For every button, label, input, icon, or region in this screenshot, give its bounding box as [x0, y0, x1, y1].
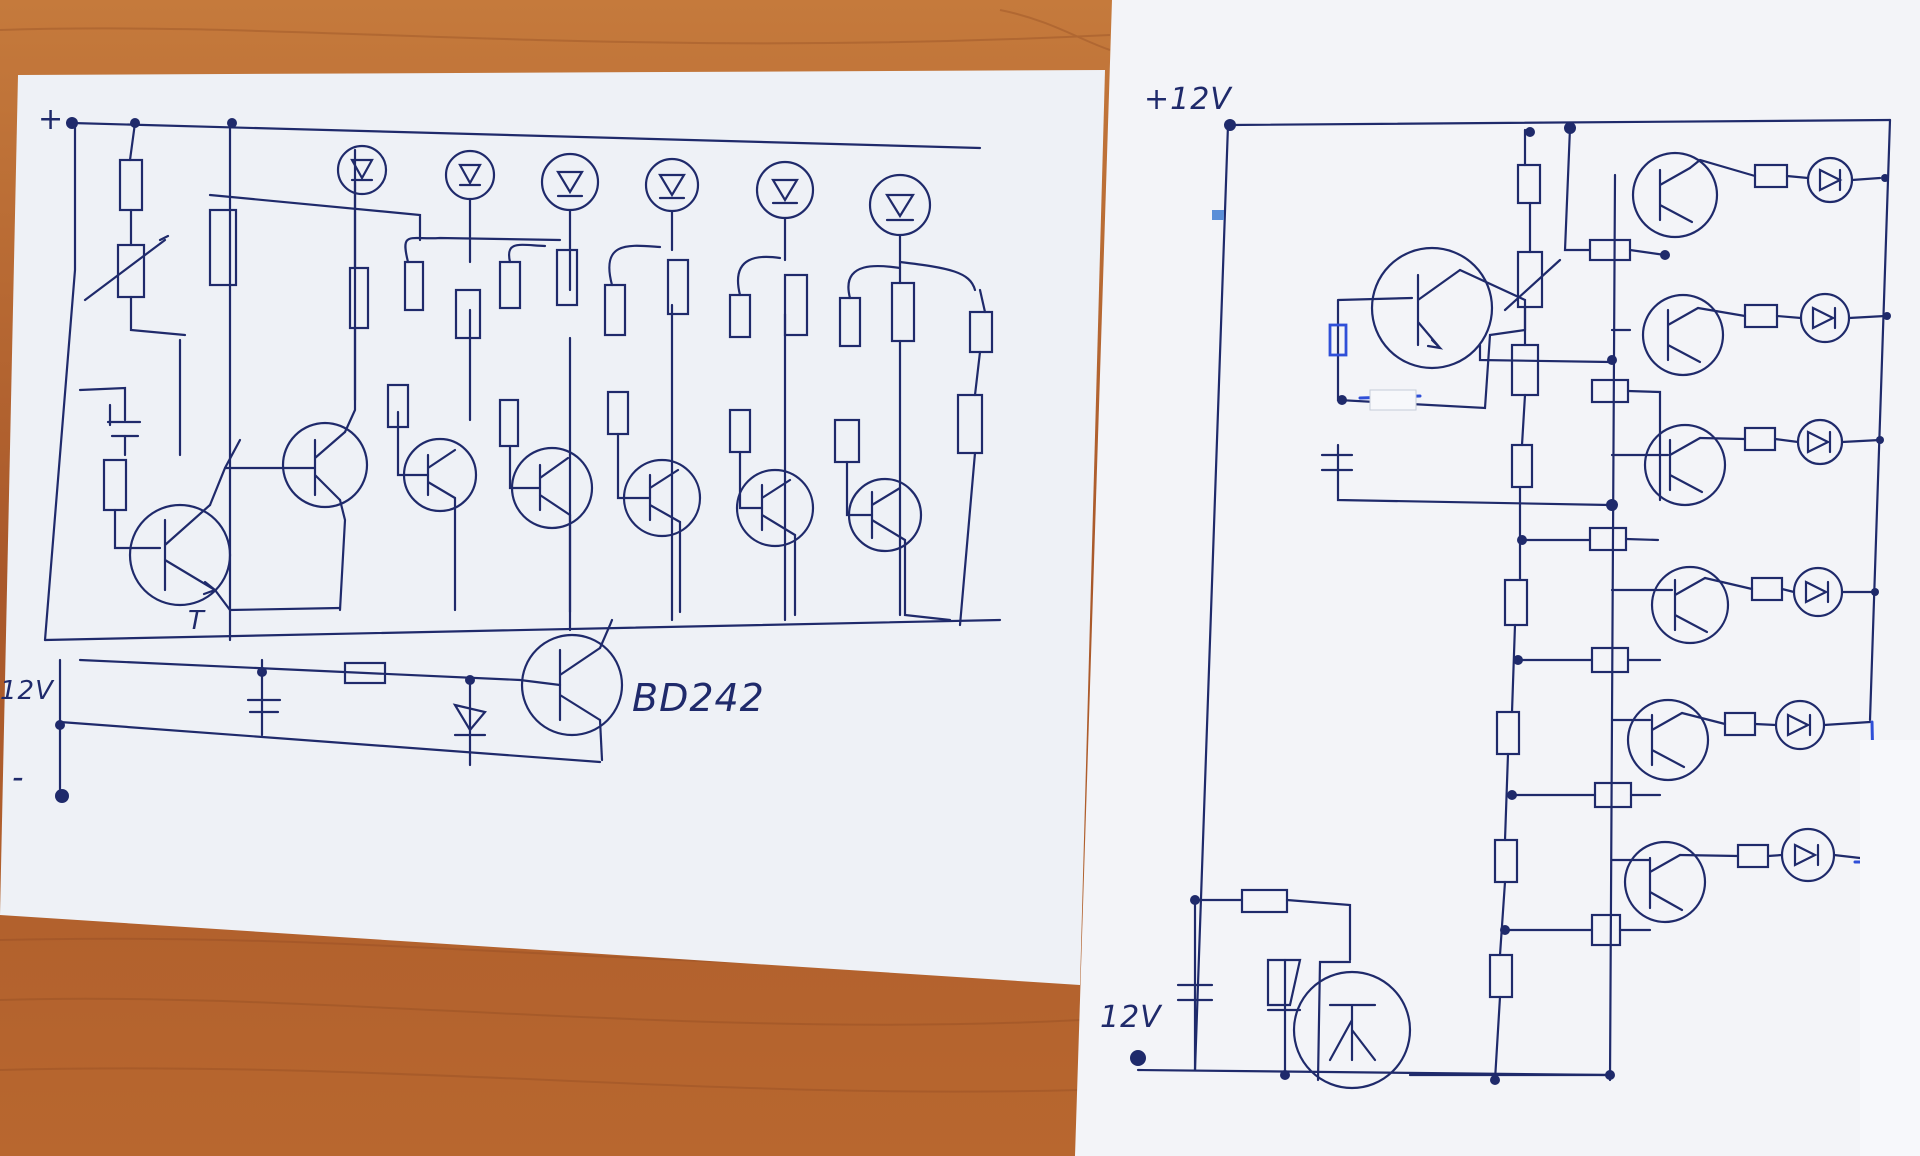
left-led-row: [336, 144, 932, 237]
resistor-icon: [403, 260, 425, 312]
resistor-icon: [1510, 443, 1534, 489]
resistor-icon: [783, 273, 809, 337]
left-ground-label: -: [12, 758, 25, 796]
left-bottom-rail: [58, 720, 602, 764]
resistor-icon: [208, 208, 238, 287]
right-nodes: [1130, 119, 1891, 1085]
left-12v-label: 12V: [0, 676, 54, 706]
left-mid-rail: [43, 618, 1002, 642]
left-schematic: [43, 118, 1002, 797]
resistor-icon: [343, 661, 387, 685]
whiteout-patch: [1369, 389, 1417, 411]
edited-resistor: [1328, 323, 1348, 357]
zener-diode-icon: [452, 703, 487, 737]
right-paper: [1075, 0, 1920, 1156]
bd242-label: BD242: [632, 676, 765, 720]
transistor-icon: [1643, 423, 1727, 507]
right-schematic: [1136, 118, 1892, 1090]
whiteout-strip: [1860, 740, 1920, 1156]
left-top-rail: [70, 121, 982, 150]
resistor-icon: [348, 266, 370, 330]
wood-grain: [0, 9, 1111, 1093]
transistor-icon: [1626, 698, 1710, 782]
transistor-icon: [281, 421, 369, 509]
capacitor-icon: [1176, 983, 1214, 1002]
plus-terminal-label: +: [38, 102, 65, 137]
resistor-icon: [1516, 250, 1544, 309]
right-top-rail: [1228, 118, 1892, 127]
resistor-icon: [555, 248, 579, 307]
resistor-icon: [454, 288, 482, 340]
resistor-icon: [603, 283, 627, 337]
blue-marker: [1212, 210, 1224, 220]
transistor-icon: [1370, 246, 1494, 370]
transistor-t-label: T: [188, 606, 205, 636]
transistor-icon: [1631, 151, 1719, 239]
right-bottom-12v-label: 12V: [1100, 1000, 1162, 1035]
transistor-icon: [735, 468, 815, 548]
transistor-icon: [128, 503, 232, 607]
right-left-rail: [1193, 123, 1230, 1072]
capacitor-icon: [1320, 453, 1354, 472]
resistor-icon: [666, 258, 690, 316]
transistor-icon: [1292, 970, 1412, 1090]
transistor-icon: [520, 633, 624, 737]
right-top-12v-label: +12V: [1144, 82, 1232, 117]
resistor-icon: [890, 281, 916, 343]
resistor-icon: [956, 393, 984, 455]
transistor-icon: [1650, 565, 1730, 645]
diode-icon: [336, 144, 388, 196]
transistor-icon: [1641, 293, 1725, 377]
left-nodes: [55, 117, 475, 803]
zener-diode-icon: [1266, 958, 1302, 1007]
capacitor-icon: [246, 698, 282, 714]
transistor-icon: [1623, 840, 1707, 924]
